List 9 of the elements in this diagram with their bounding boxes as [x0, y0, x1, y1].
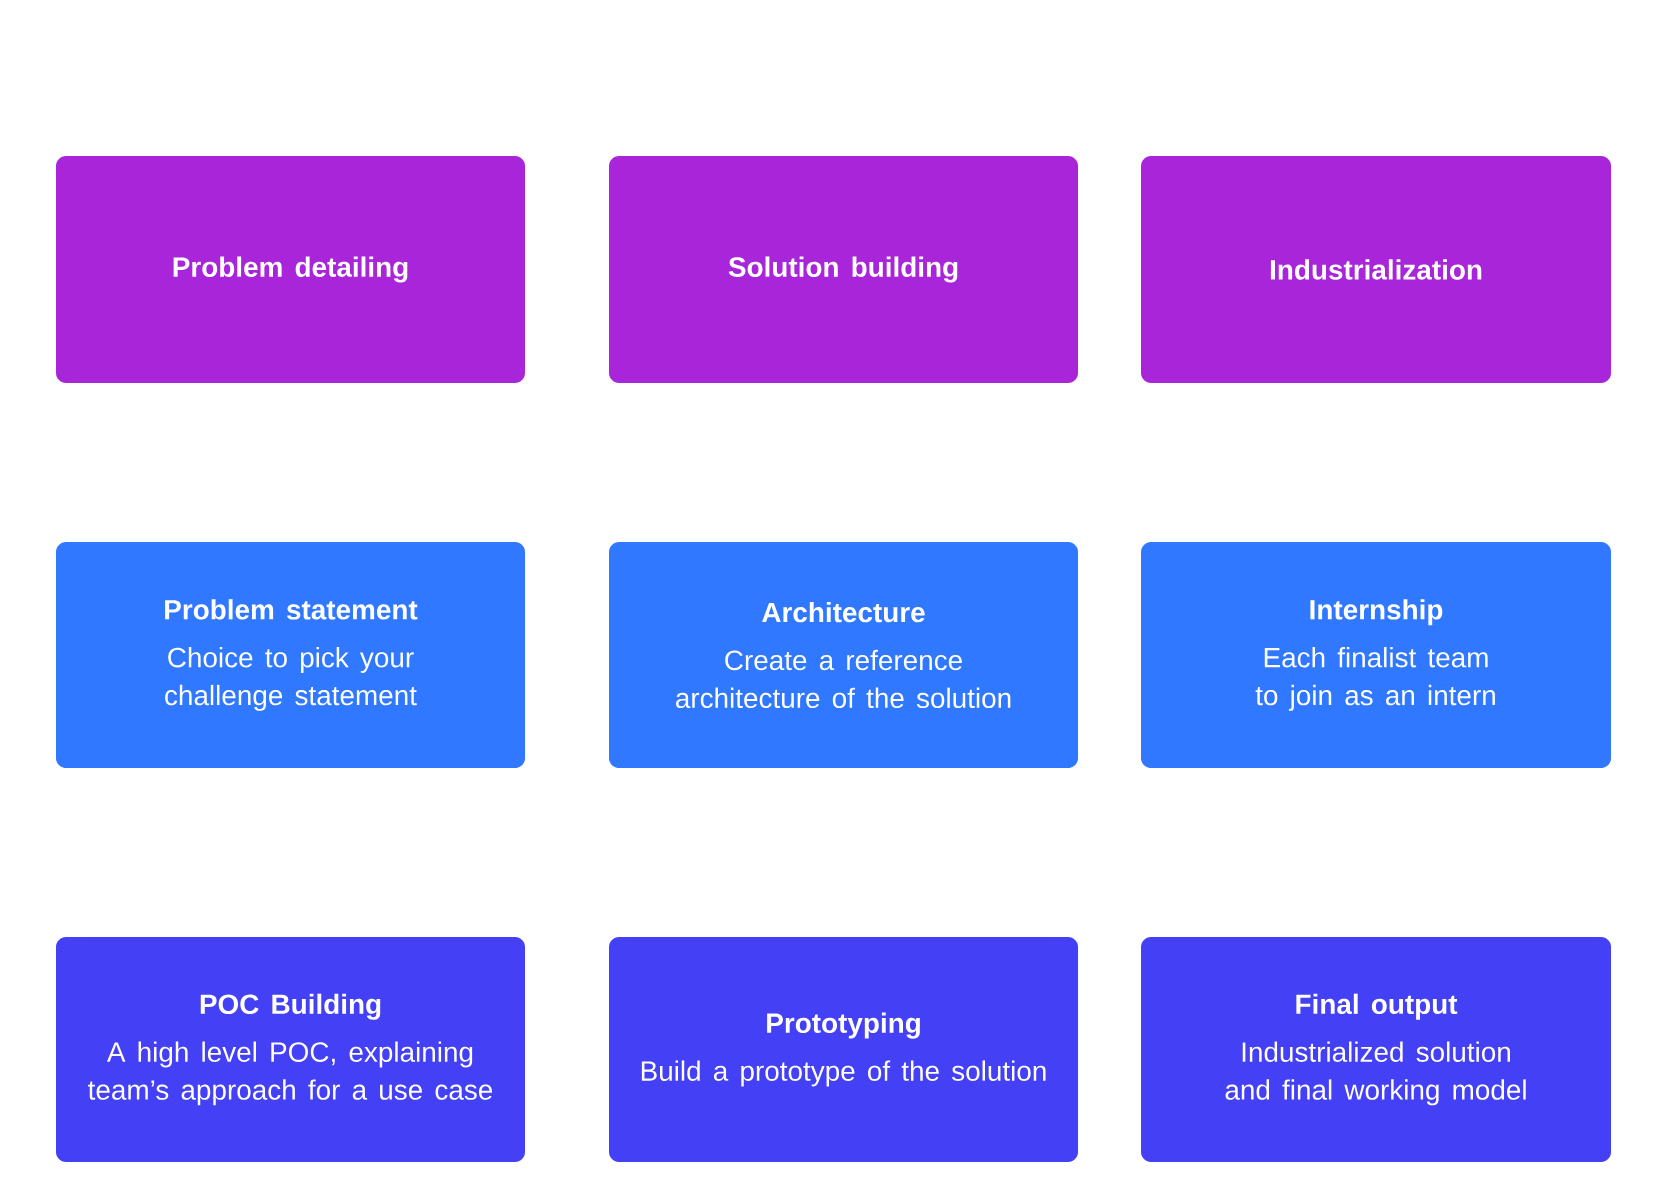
step-box: Final output Industrialized solution and final working model: [1141, 937, 1611, 1162]
step-box: Solution building: [609, 156, 1078, 383]
step-box: Architecture Create a reference architecture of the solution: [609, 542, 1078, 768]
step-box: Internship Each finalist team to join as an intern: [1141, 542, 1611, 768]
step-box: Problem statement Choice to pick your challenge statement: [56, 542, 525, 768]
step-box: Industrialization: [1141, 156, 1611, 383]
step-box: Problem detailing: [56, 156, 525, 383]
step-box: Prototyping Build a prototype of the solution: [609, 937, 1078, 1162]
step-box: POC Building A high level POC, explaining team’s approach for a use case: [56, 937, 525, 1162]
